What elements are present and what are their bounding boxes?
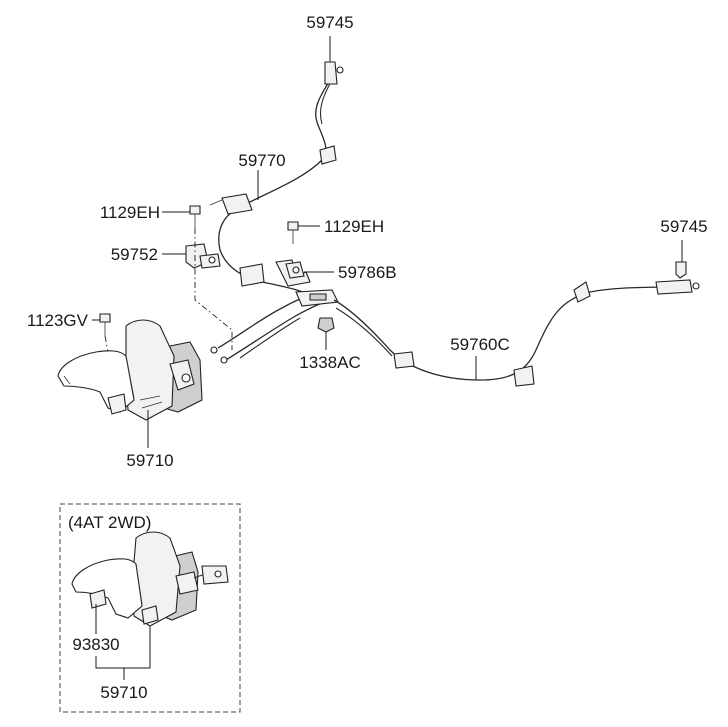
label-bracket: 59752: [111, 245, 158, 264]
label-clip-top: 59745: [306, 13, 353, 32]
label-bolt-mid: 1129EH: [324, 217, 384, 236]
clip-59786b: [285, 261, 305, 279]
label-clip-right: 59745: [660, 217, 707, 236]
bracket-59752: [185, 243, 221, 269]
label-bolt-left: 1129EH: [100, 203, 160, 222]
bolt-1129eh-mid: [287, 221, 299, 244]
variant-lever-assembly: [71, 531, 229, 627]
label-bolt-lever: 1123GV: [27, 311, 89, 330]
cable-equalizer-links: [210, 259, 339, 364]
dashline-bolt-bracket: [194, 228, 233, 350]
label-nut: 1338AC: [299, 353, 360, 372]
label-clip-mid: 59786B: [338, 263, 397, 282]
bolt-1123gv: [99, 313, 111, 336]
bolt-1129eh-left: [189, 205, 201, 228]
nut-1338ac: [317, 317, 335, 333]
label-lever-assy: 59710: [126, 451, 173, 470]
dashline-bolt-lever: [104, 335, 109, 353]
label-cable-rear: 59760C: [450, 335, 510, 354]
leader-lines: [92, 36, 683, 680]
parking-lever-assembly: [57, 319, 203, 421]
label-variant-title: (4AT 2WD): [68, 513, 151, 532]
label-variant-assy: 59710: [100, 683, 147, 702]
variant-box: [59, 503, 241, 713]
clip-59745-right: [675, 261, 687, 279]
cable-59770: [209, 61, 344, 297]
label-variant-sub: 93830: [72, 635, 119, 654]
label-cable-front: 59770: [238, 151, 285, 170]
cable-59760c: [333, 279, 700, 387]
